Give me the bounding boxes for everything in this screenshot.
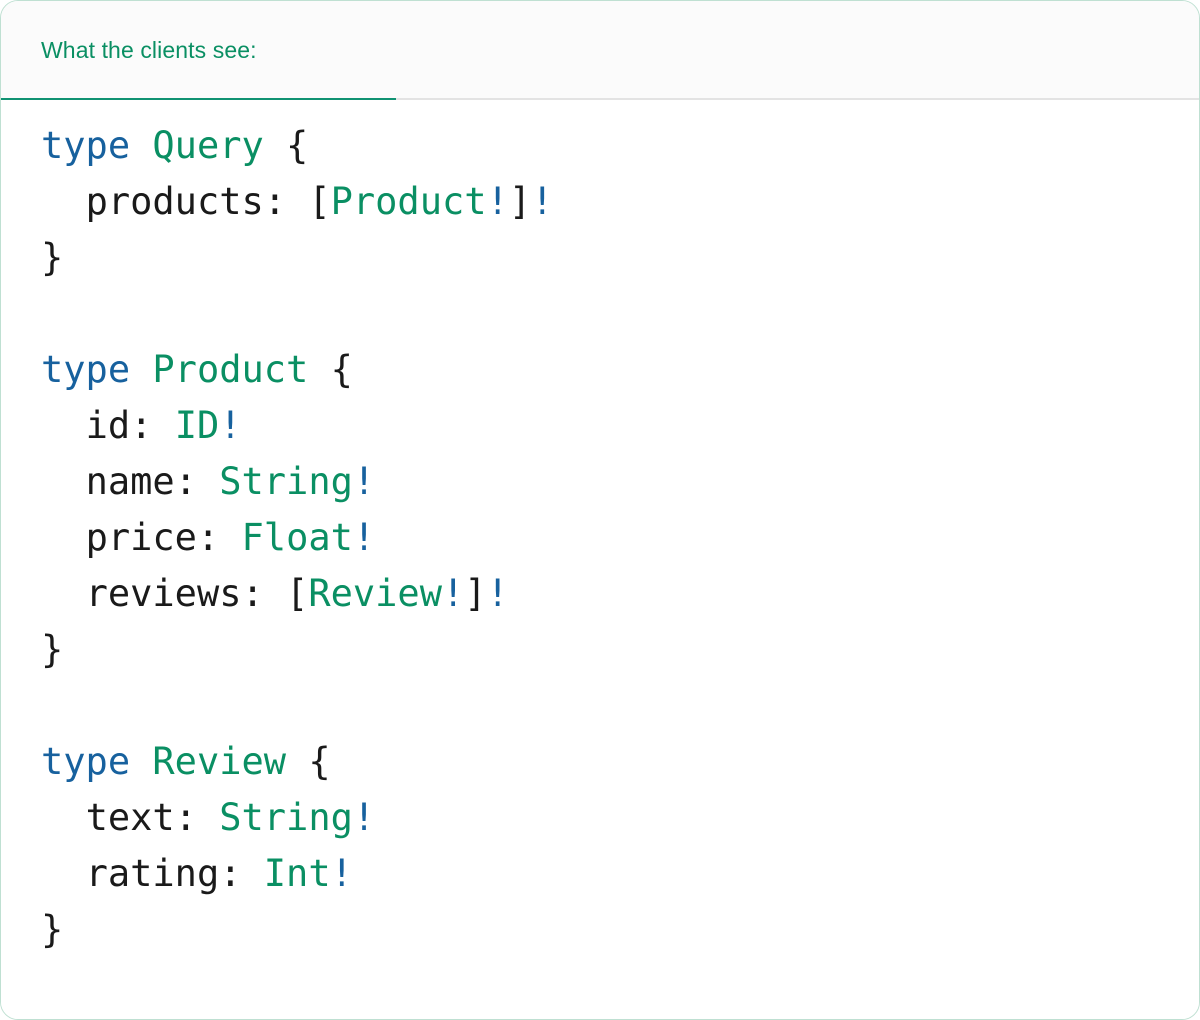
tab-label: What the clients see: bbox=[41, 37, 257, 63]
code-token: : [ bbox=[241, 572, 309, 615]
code-token: ! bbox=[330, 852, 353, 895]
code-token: name bbox=[85, 460, 175, 503]
code-token: : bbox=[174, 796, 220, 839]
code-line: type Query { bbox=[41, 124, 308, 167]
code-token: reviews bbox=[85, 572, 242, 615]
code-token: Query bbox=[152, 124, 264, 167]
code-token: ! bbox=[531, 180, 554, 223]
code-token: products bbox=[85, 180, 264, 223]
code-line: products: [Product!]! bbox=[41, 180, 554, 223]
code-token bbox=[41, 572, 86, 615]
code-line: price: Float! bbox=[41, 516, 376, 559]
code-token: ! bbox=[486, 572, 509, 615]
code-token: ! bbox=[352, 460, 376, 503]
tab-what-the-clients-see[interactable]: What the clients see: bbox=[1, 1, 396, 102]
code-token: : bbox=[196, 516, 242, 559]
code-token bbox=[41, 180, 86, 223]
code-token bbox=[41, 460, 86, 503]
code-token: ! bbox=[352, 796, 376, 839]
code-token: Review bbox=[152, 740, 287, 783]
code-token bbox=[130, 348, 152, 391]
code-token: Float bbox=[241, 516, 353, 559]
code-token: ] bbox=[464, 572, 487, 615]
code-token: Review bbox=[308, 572, 442, 615]
code-token: : bbox=[130, 404, 175, 447]
code-token: } bbox=[41, 236, 64, 279]
code-line: } bbox=[41, 236, 63, 279]
code-token: ! bbox=[486, 180, 509, 223]
code-token: Product bbox=[330, 180, 487, 223]
code-token bbox=[41, 796, 86, 839]
code-token: Product bbox=[152, 348, 309, 391]
code-token: } bbox=[41, 628, 64, 671]
code-line: } bbox=[41, 908, 63, 951]
code-token: id bbox=[85, 404, 131, 447]
code-panel: type Query { products: [Product!]! } typ… bbox=[1, 100, 1199, 1019]
code-token: ] bbox=[508, 180, 532, 223]
code-token bbox=[130, 124, 152, 167]
code-token: ! bbox=[441, 572, 465, 615]
code-line: reviews: [Review!]! bbox=[41, 572, 509, 615]
code-token: rating bbox=[85, 852, 220, 895]
code-token: text bbox=[85, 796, 175, 839]
tab-bar: What the clients see: bbox=[1, 1, 1199, 102]
graphql-schema-code: type Query { products: [Product!]! } typ… bbox=[1, 118, 1199, 958]
code-token: } bbox=[41, 908, 64, 951]
code-line: name: String! bbox=[41, 460, 376, 503]
code-line: id: ID! bbox=[41, 404, 242, 447]
code-token: ! bbox=[352, 516, 376, 559]
code-token: Int bbox=[263, 852, 331, 895]
code-token: : bbox=[174, 460, 220, 503]
code-line: text: String! bbox=[41, 796, 376, 839]
code-token bbox=[130, 740, 152, 783]
code-token: String bbox=[219, 460, 353, 503]
code-token: type bbox=[41, 740, 131, 783]
code-token: ! bbox=[219, 404, 242, 447]
code-line: rating: Int! bbox=[41, 852, 353, 895]
code-token bbox=[41, 852, 86, 895]
code-token bbox=[41, 404, 86, 447]
code-token: { bbox=[308, 348, 353, 391]
code-line: type Product { bbox=[41, 348, 353, 391]
code-token: price bbox=[85, 516, 197, 559]
code-token: ID bbox=[174, 404, 220, 447]
code-token: : bbox=[219, 852, 264, 895]
code-content: type Query { products: [Product!]! } typ… bbox=[41, 124, 553, 951]
code-line: type Review { bbox=[41, 740, 331, 783]
code-token bbox=[41, 516, 86, 559]
code-token: : [ bbox=[263, 180, 331, 223]
code-line: } bbox=[41, 628, 63, 671]
code-token: { bbox=[263, 124, 309, 167]
code-token: String bbox=[219, 796, 353, 839]
code-token: { bbox=[286, 740, 331, 783]
code-token: type bbox=[41, 348, 131, 391]
code-token: type bbox=[41, 124, 131, 167]
